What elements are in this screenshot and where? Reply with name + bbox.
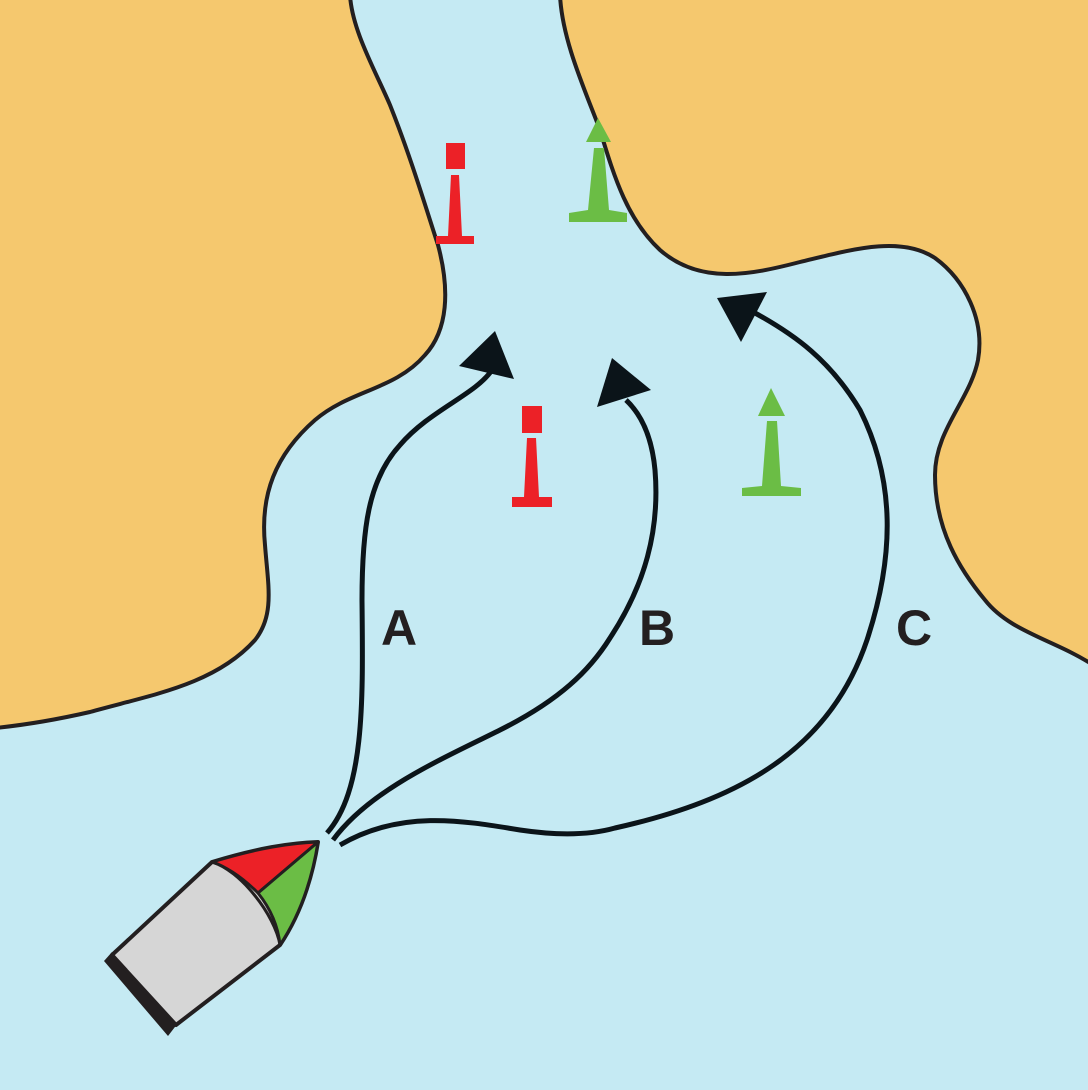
starboard-marker-green-upper [569,118,627,222]
route-label-c: C [896,600,932,656]
route-b-arrow [330,358,659,842]
right-shore-land [558,0,1088,665]
route-c-arrow [338,292,890,848]
port-marker-red-lower [512,406,552,507]
route-label-a: A [381,600,417,656]
left-shore-land [0,0,448,730]
route-a-arrow [325,331,514,835]
route-label-b: B [639,600,675,656]
port-marker-red-upper [436,143,474,244]
starboard-marker-green-lower [742,388,801,496]
boat-icon [104,840,320,1036]
